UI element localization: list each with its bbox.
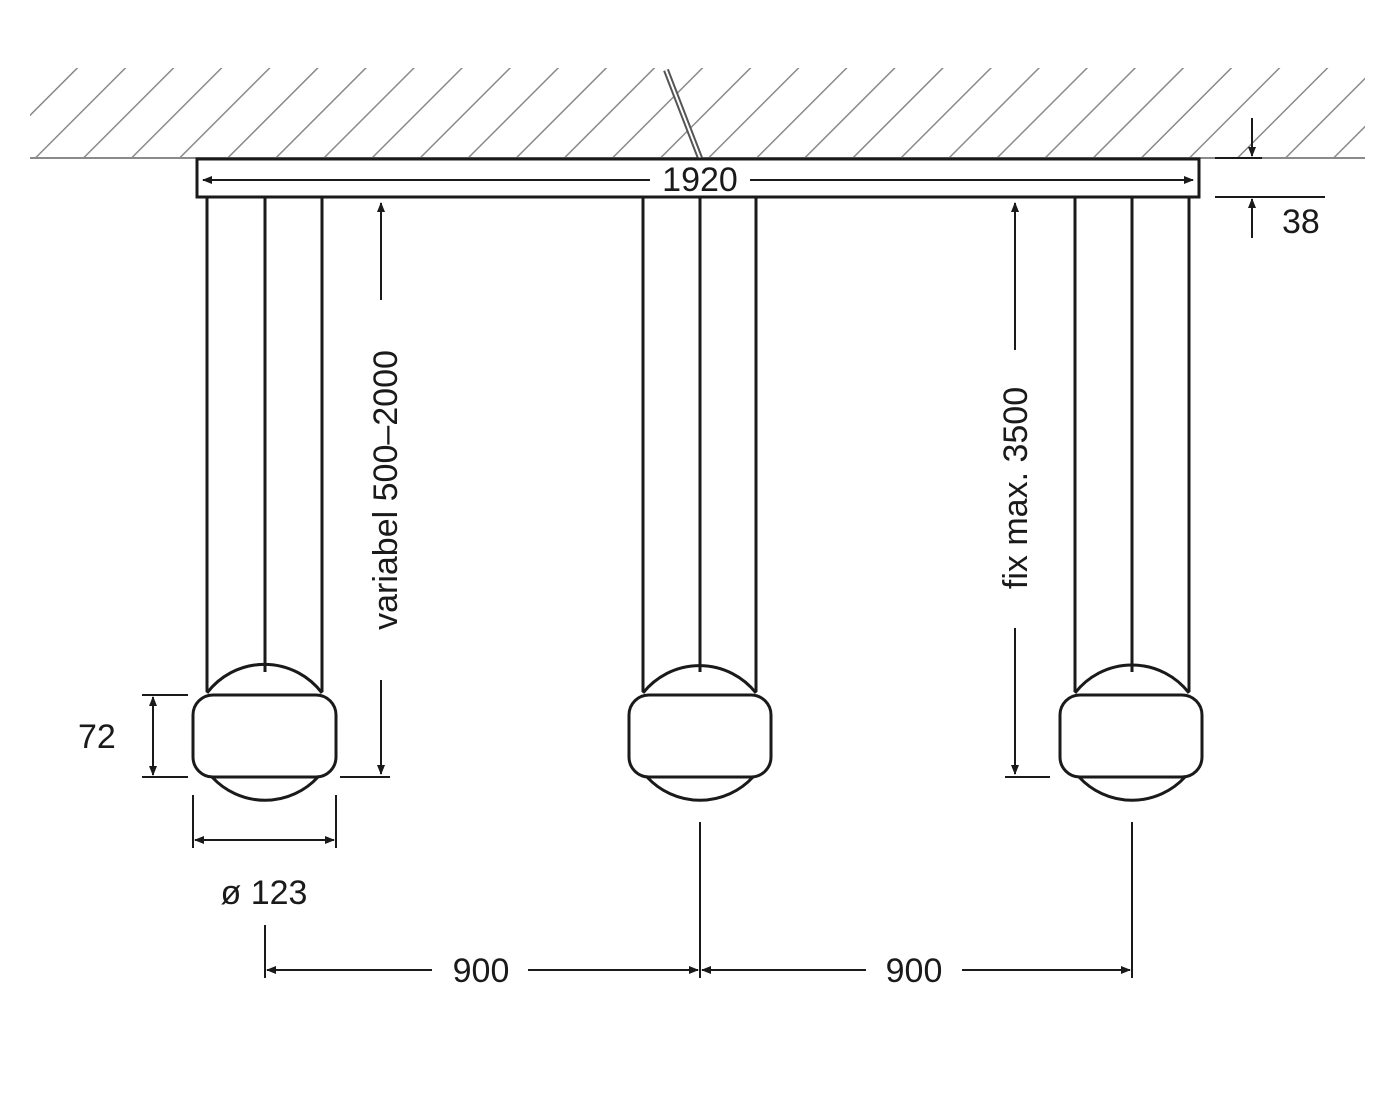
pendant-center <box>627 197 773 802</box>
canopy-length-dimension: 1920 <box>202 161 1194 199</box>
spacing-right-label: 900 <box>886 952 943 990</box>
pendant-right <box>1058 197 1204 802</box>
pendant-height-fixed-dimension: fix max. 3500 <box>997 202 1050 778</box>
lamp-head-center <box>627 664 773 802</box>
head-diameter-dimension: ø 123 <box>192 795 337 912</box>
head-diameter-label: ø 123 <box>221 874 308 912</box>
head-height-label: 72 <box>78 718 116 756</box>
canopy-height-dimension: 38 <box>1215 118 1325 241</box>
ceiling <box>30 68 1365 159</box>
spacing-dimension: 900 900 <box>264 822 1133 990</box>
power-cable <box>663 68 703 160</box>
lamp-head-left <box>191 662 338 802</box>
pendant-height-fixed-label: fix max. 3500 <box>997 387 1035 589</box>
canopy <box>195 157 1201 199</box>
lamp-head-right <box>1058 663 1204 802</box>
canopy-height-label: 38 <box>1282 203 1320 241</box>
spacing-left-label: 900 <box>453 952 510 990</box>
pendant-height-variable-label: variabel 500–2000 <box>367 350 405 630</box>
canopy-length-label: 1920 <box>662 161 738 199</box>
head-height-dimension: 72 <box>78 694 188 778</box>
pendant-left <box>191 197 338 802</box>
pendant-height-variable-dimension: variabel 500–2000 <box>340 202 405 778</box>
